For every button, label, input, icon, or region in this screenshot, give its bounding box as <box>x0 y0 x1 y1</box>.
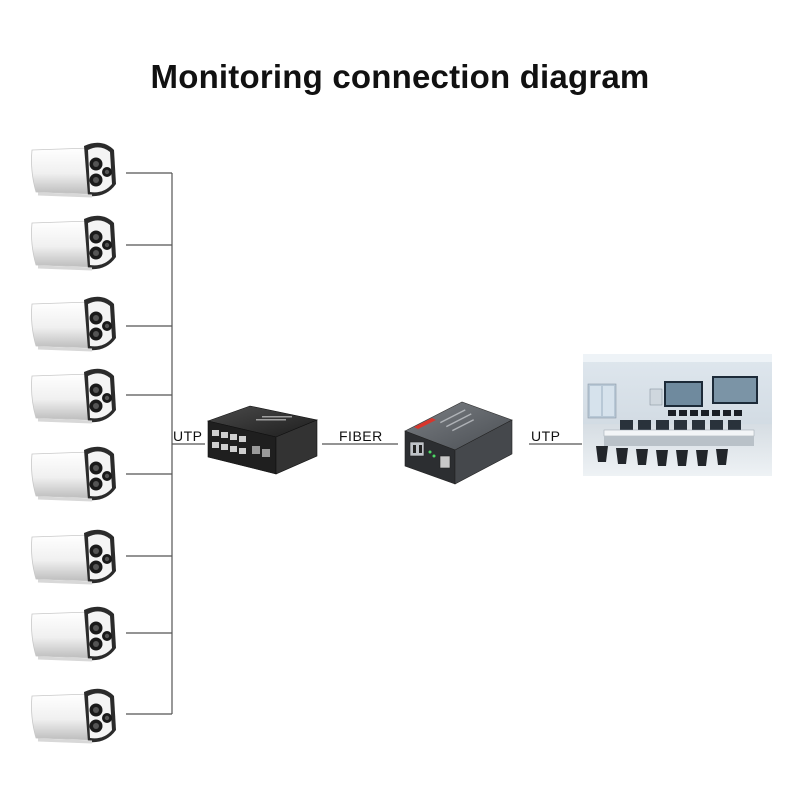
network-switch-icon <box>206 405 319 475</box>
page-title: Monitoring connection diagram <box>150 58 650 95</box>
bullet-camera-icon <box>30 445 118 502</box>
bullet-camera-icon <box>30 141 118 198</box>
camera-connection-lines <box>126 172 582 715</box>
utp-left-label: UTP <box>173 428 203 444</box>
control-room-image <box>583 354 772 476</box>
bullet-camera-icon <box>30 687 118 744</box>
bullet-camera-icon <box>30 214 118 271</box>
bullet-camera-icon <box>30 367 118 424</box>
bullet-camera-icon <box>30 528 118 585</box>
bullet-camera-icon <box>30 605 118 662</box>
media-converter-icon <box>404 401 513 485</box>
fiber-label: FIBER <box>339 428 383 444</box>
bullet-camera-icon <box>30 295 118 352</box>
utp-right-label: UTP <box>531 428 561 444</box>
